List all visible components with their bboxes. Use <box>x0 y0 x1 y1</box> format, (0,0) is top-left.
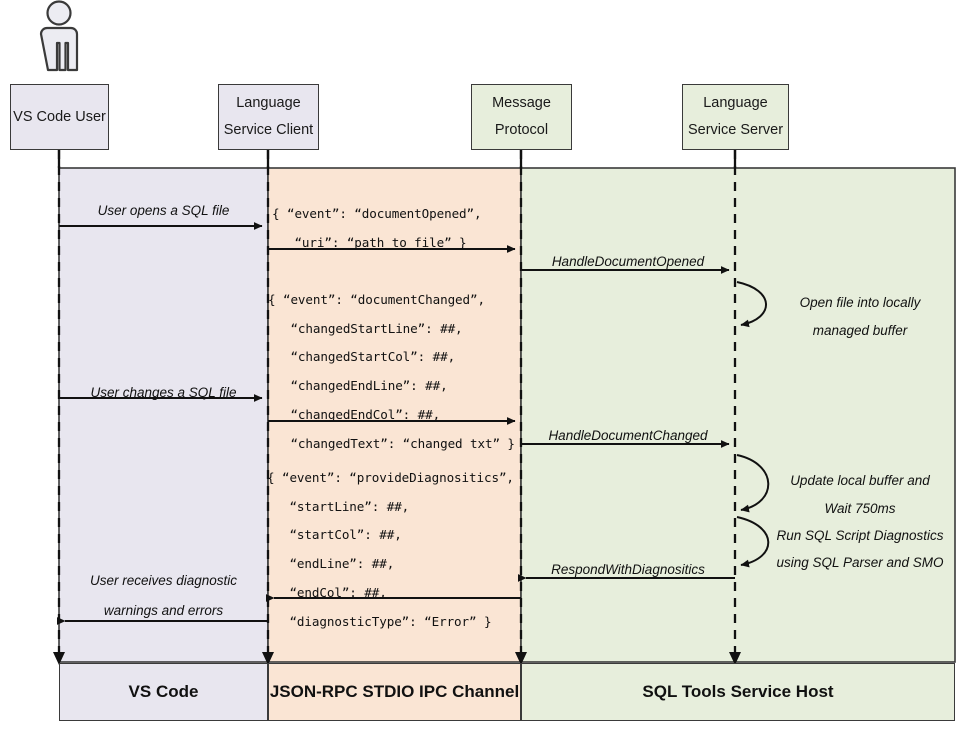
participant-label-line2: Service Client <box>223 122 314 138</box>
lifeline-terminators <box>53 652 741 665</box>
participant-box-language-service-client[interactable]: Language Service Client <box>218 84 319 150</box>
message-label-handle-document-opened: HandleDocumentOpened <box>551 254 705 269</box>
participant-label-line1: VS Code User <box>13 108 106 125</box>
user-figure-icon <box>39 0 79 72</box>
participant-label-line2: Service Server <box>687 122 784 138</box>
payload-document-opened: { “event”: “documentOpened”, “uri”: “pat… <box>272 206 482 250</box>
note-run-diagnostics-line1: Run SQL Script Diagnostics <box>776 528 944 543</box>
participant-box-vs-code-user[interactable]: VS Code User <box>10 84 109 150</box>
participant-label-line1: Language <box>236 95 301 112</box>
band-service-host <box>520 167 956 663</box>
message-label-user-changes-sql-file: User changes a SQL file <box>90 385 237 400</box>
note-update-buffer-line1: Update local buffer and <box>790 473 930 488</box>
arc-run-sql-diagnostics <box>736 516 770 568</box>
footer-box-ipc-channel[interactable]: JSON-RPC STDIO IPC Channel <box>268 663 521 721</box>
arc-update-buffer-wait <box>736 454 770 513</box>
participant-box-message-protocol[interactable]: Message Protocol <box>471 84 572 150</box>
footer-label-vs-code: VS Code <box>128 682 199 701</box>
message-arrows <box>57 222 735 625</box>
footer-label-service-host: SQL Tools Service Host <box>642 682 834 701</box>
note-open-file-line2: managed buffer <box>812 323 908 338</box>
note-run-diagnostics-line2: using SQL Parser and SMO <box>776 555 944 570</box>
lifelines <box>57 150 737 658</box>
arc-open-file-into-buffer <box>736 281 767 328</box>
note-update-buffer-line2: Wait 750ms <box>824 501 896 516</box>
footer-label-ipc-channel: JSON-RPC STDIO IPC Channel <box>269 682 520 701</box>
payload-document-changed: { “event”: “documentChanged”, “changedSt… <box>268 292 515 451</box>
participant-label-line1: Language <box>703 95 768 112</box>
message-label-handle-document-changed: HandleDocumentChanged <box>548 428 708 443</box>
band-vs-code <box>58 167 269 663</box>
participant-label-line1: Message <box>492 95 551 112</box>
footer-box-service-host[interactable]: SQL Tools Service Host <box>521 663 955 721</box>
band-ipc-channel <box>267 167 522 663</box>
message-label-user-receives-line1: User receives diagnostic <box>89 573 238 588</box>
message-label-respond-with-diagnositics: RespondWithDiagnositics <box>551 562 705 577</box>
message-label-user-receives-line2: warnings and errors <box>103 603 224 618</box>
footer-box-vs-code[interactable]: VS Code <box>59 663 268 721</box>
participant-box-language-service-server[interactable]: Language Service Server <box>682 84 789 150</box>
participant-label-line2: Protocol <box>494 122 549 138</box>
self-loop-arcs <box>736 281 770 568</box>
message-label-user-opens-sql-file: User opens a SQL file <box>97 203 230 218</box>
payload-provide-diagnositics: { “event”: “provideDiagnositics”, “start… <box>267 470 514 629</box>
note-open-file-line1: Open file into locally <box>799 295 921 310</box>
header-stubs <box>57 150 737 168</box>
